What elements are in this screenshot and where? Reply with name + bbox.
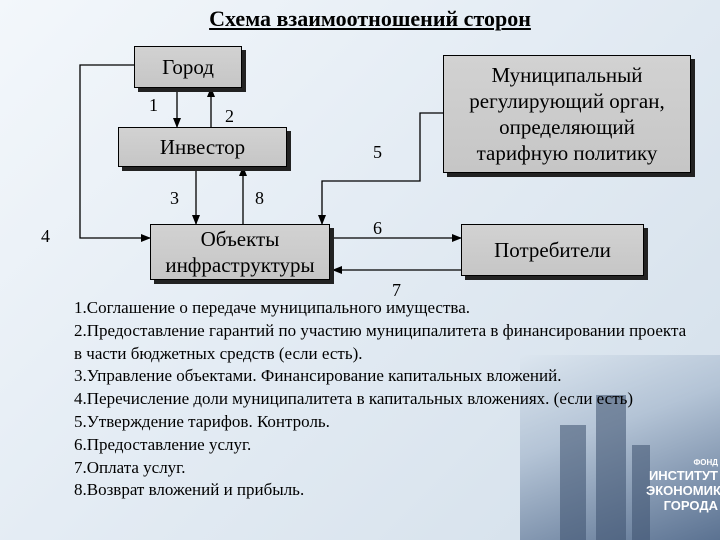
legend-item: 7.Оплата услуг.: [74, 457, 186, 477]
objects-box-label: Объекты инфраструктуры: [165, 227, 315, 277]
consumers-box-label: Потребители: [494, 238, 611, 262]
legend-item: 5.Утверждение тарифов. Контроль.: [74, 411, 330, 431]
regulator-box-label: Муниципальный регулирующий орган, опреде…: [469, 63, 665, 165]
background-city-photo: [520, 355, 720, 540]
investor-box-label: Инвестор: [159, 135, 246, 159]
label-6: 6: [373, 218, 382, 238]
label-3: 3: [170, 188, 179, 208]
arrow-5: [318, 112, 443, 225]
legend-item: 4.Перечисление доли муниципалитета в кап…: [74, 389, 634, 409]
legend-item: 3.Управление объектами. Финансирование к…: [74, 366, 562, 386]
city-box: Город: [134, 46, 242, 88]
label-2: 2: [225, 106, 234, 126]
legend: 1.Соглашение о передаче муниципального и…: [74, 297, 694, 502]
investor-box: Инвестор: [118, 127, 287, 167]
label-8: 8: [255, 188, 264, 208]
institute-logo: ФОНД ИНСТИТУТ ЭКОНОМИКИ ГОРОДА: [646, 458, 720, 513]
label-7: 7: [392, 280, 401, 300]
label-5: 5: [373, 142, 382, 162]
legend-item: 6.Предоставление услуг.: [74, 434, 252, 454]
legend-item: 2.Предоставление гарантий по участию мун…: [74, 320, 687, 363]
legend-item: 1.Соглашение о передаче муниципального и…: [74, 298, 470, 317]
label-1: 1: [149, 95, 158, 115]
objects-box: Объекты инфраструктуры: [150, 224, 330, 280]
label-4: 4: [41, 226, 50, 246]
page-title: Схема взаимоотношений сторон: [209, 6, 531, 31]
regulator-box: Муниципальный регулирующий орган, опреде…: [443, 55, 691, 173]
city-box-label: Город: [162, 55, 214, 79]
arrow-4: [79, 64, 151, 242]
legend-item: 8.Возврат вложений и прибыль.: [74, 480, 305, 500]
consumers-box: Потребители: [461, 224, 644, 276]
